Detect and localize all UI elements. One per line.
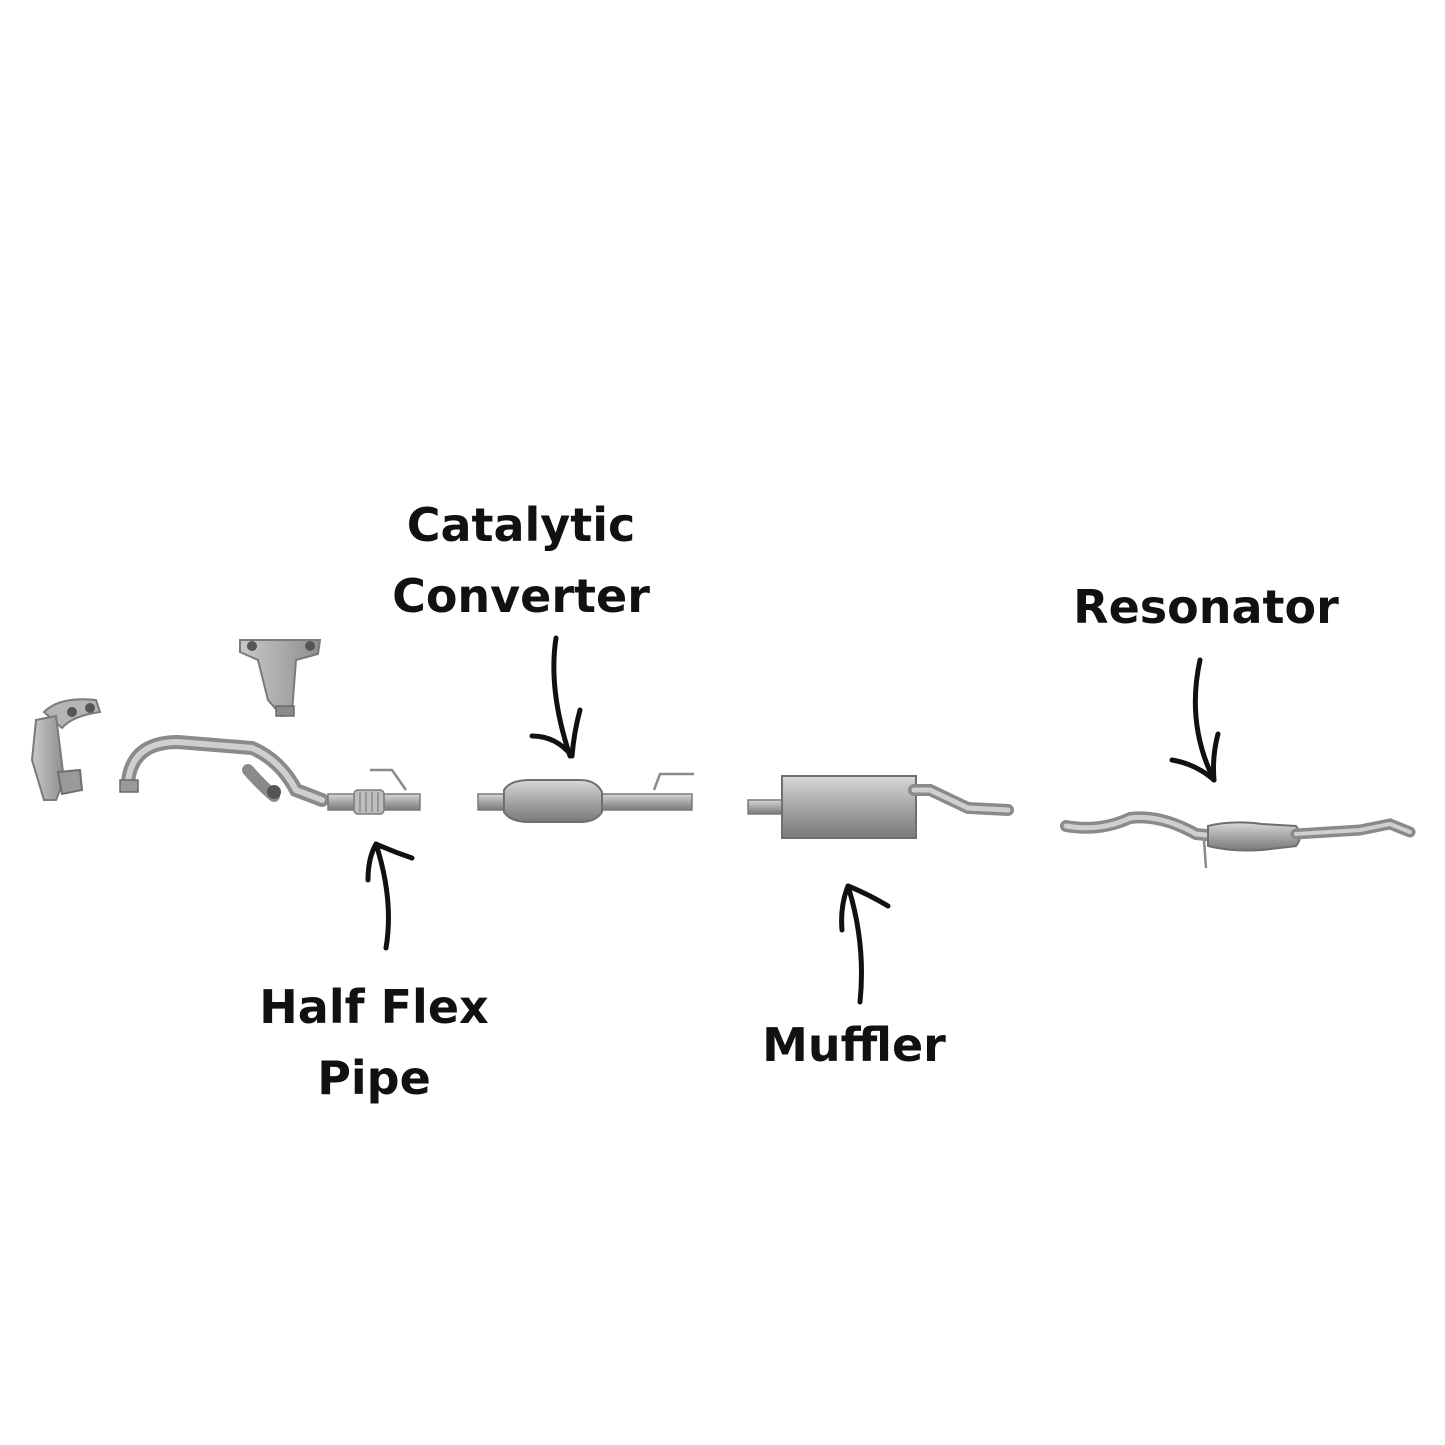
label-resonator: Resonator (1060, 572, 1352, 643)
label-catalytic-converter-line2: Converter (392, 569, 650, 624)
muffler-part (747, 775, 1014, 839)
label-muffler: Muffler (740, 1010, 968, 1081)
arrow-half-flex-pipe-icon (365, 841, 415, 951)
front-y-pipe-part (119, 734, 329, 807)
label-muffler-line1: Muffler (762, 1018, 946, 1072)
label-half-flex-pipe-line1: Half Flex (259, 980, 489, 1034)
label-catalytic-converter-line1: Catalytic (406, 498, 636, 552)
label-half-flex-pipe-line2: Pipe (317, 1051, 431, 1106)
arrow-resonator-icon (1169, 657, 1221, 783)
arrow-muffler-icon (839, 883, 891, 1005)
left-manifold-part (30, 698, 102, 801)
label-resonator-line1: Resonator (1073, 580, 1339, 634)
upper-manifold-part (239, 639, 322, 718)
catalytic-converter-part (477, 772, 694, 823)
label-half-flex-pipe: Half Flex Pipe (236, 972, 512, 1115)
resonator-part (1060, 811, 1416, 869)
arrow-catalytic-converter-icon (529, 635, 583, 759)
label-catalytic-converter: Catalytic Converter (376, 490, 666, 633)
half-flex-pipe-part (327, 768, 421, 815)
